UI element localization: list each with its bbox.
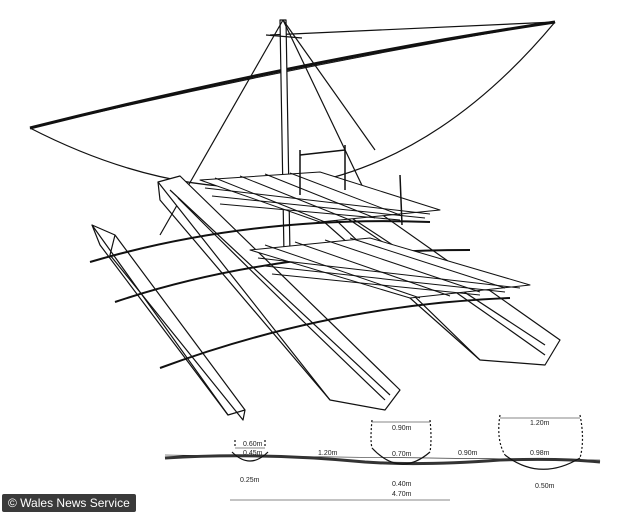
credit-badge: © Wales News Service [2,494,136,512]
deck [199,171,531,299]
cross-beams [89,220,511,369]
dim-left-mid: 0.45m [243,450,263,457]
dim-right-top: 1.20m [530,420,550,427]
center-hull [157,175,401,411]
dim-mid-top: 0.90m [392,425,412,432]
sail [29,20,556,189]
dim-total-width: 4.70m [392,491,412,498]
dim-gap-right: 0.90m [458,450,478,457]
deck-posts [299,145,403,226]
dim-left-bottom: 0.25m [240,477,260,484]
dim-gap-left: 1.20m [318,450,338,457]
dim-left-top: 0.60m [243,441,263,448]
dim-right-bottom: 0.50m [535,483,555,490]
dim-mid-mid: 0.70m [392,451,412,458]
dim-mid-bottom: 0.40m [392,481,412,488]
cross-section [164,414,601,501]
dimension-labels: 0.60m 0.45m 0.25m 1.20m 0.90m 0.70m 0.40… [240,420,555,498]
dim-right-mid: 0.98m [530,450,550,457]
